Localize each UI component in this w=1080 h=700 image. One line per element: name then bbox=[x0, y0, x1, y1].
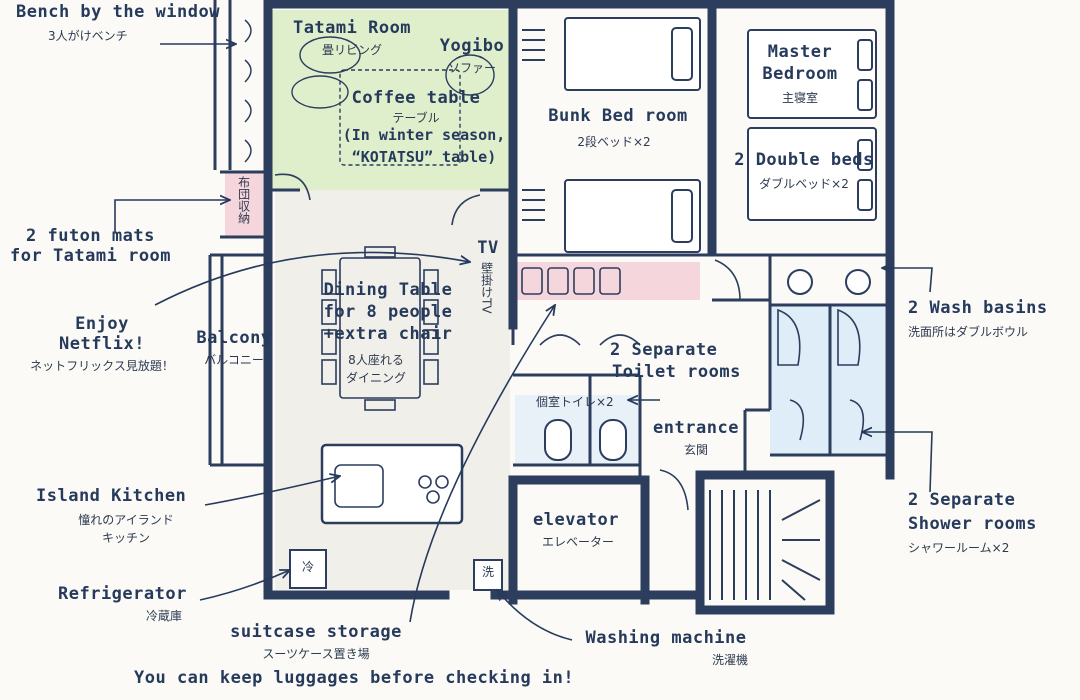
label-dining-1: Dining Table bbox=[323, 280, 453, 300]
label-washer-mark: 洗 bbox=[481, 565, 495, 579]
label-dining-jp-1: 8人座れる bbox=[348, 353, 404, 367]
arrow-fridge bbox=[199, 570, 290, 601]
label-coffee-table: Coffee table bbox=[351, 88, 481, 108]
label-suitcase-storage: suitcase storage bbox=[230, 622, 402, 642]
label-dining-jp-2: ダイニング bbox=[345, 371, 407, 385]
label-island-jp-2: キッチン bbox=[101, 531, 151, 545]
label-entrance-jp: 玄関 bbox=[683, 443, 709, 457]
label-yogibo: Yogibo bbox=[439, 36, 505, 56]
label-elevator-jp: エレベーター bbox=[541, 535, 615, 549]
tatami-floor bbox=[268, 10, 513, 190]
label-double-beds-jp: ダブルベッド×2 bbox=[759, 177, 849, 191]
label-shower-1: 2 Separate bbox=[908, 490, 1016, 510]
label-dining-3: +extra chair bbox=[323, 324, 453, 344]
label-bunk-jp: 2段ベッド×2 bbox=[577, 135, 651, 149]
label-toilets-jp: 個室トイレ×2 bbox=[536, 395, 614, 409]
label-refrigerator: Refrigerator bbox=[58, 584, 187, 604]
label-island-kitchen: Island Kitchen bbox=[36, 486, 187, 506]
label-coffee-note-2: “KOTATSU” table) bbox=[351, 148, 497, 166]
label-entrance: entrance bbox=[653, 418, 739, 438]
arrow-netflix bbox=[154, 251, 470, 306]
label-balcony: Balcony bbox=[196, 328, 272, 348]
label-tatami-room: Tatami Room bbox=[292, 18, 412, 38]
label-master-1: Master bbox=[767, 42, 833, 62]
label-coffee-table-jp: テーブル bbox=[392, 111, 440, 125]
label-washing-machine: Washing machine bbox=[585, 628, 747, 648]
label-tatami-room-jp: 畳リビング bbox=[321, 43, 383, 57]
label-island-jp-1: 憧れのアイランド bbox=[78, 513, 174, 527]
arrow-shower bbox=[862, 432, 933, 493]
label-bunk-bed-room: Bunk Bed room bbox=[548, 106, 688, 126]
label-coffee-note-1: (In winter season, bbox=[342, 126, 506, 144]
label-netflix-jp: ネットフリックス見放題！ bbox=[30, 359, 174, 373]
label-balcony-jp: バルコニー bbox=[204, 353, 264, 367]
label-bench-jp: 3人がけベンチ bbox=[48, 29, 128, 43]
label-luggage-note: You can keep luggages before checking in… bbox=[134, 668, 575, 688]
label-futon-storage: 布団収納 bbox=[236, 176, 251, 224]
label-futon-mats-2: for Tatami room bbox=[10, 246, 172, 266]
label-wash-basins-jp: 洗面所はダブルボウル bbox=[908, 325, 1029, 339]
label-wash-basins: 2 Wash basins bbox=[908, 298, 1048, 318]
label-suitcase-jp: スーツケース置き場 bbox=[262, 647, 370, 661]
label-shower-2: Shower rooms bbox=[908, 514, 1037, 534]
label-tv-jp: 壁掛けTV bbox=[479, 262, 494, 314]
label-toilets-1: 2 Separate bbox=[610, 340, 718, 360]
label-master-jp: 主寝室 bbox=[781, 91, 819, 105]
label-toilets-2: Toilet rooms bbox=[612, 362, 741, 382]
label-dining-2: for 8 people bbox=[323, 302, 453, 322]
label-shower-jp: シャワールーム×2 bbox=[908, 541, 1010, 555]
label-bench: Bench by the window bbox=[16, 2, 220, 22]
label-netflix-2: Netflix! bbox=[59, 334, 145, 354]
arrow-island bbox=[204, 476, 340, 506]
label-fridge-mark: 冷 bbox=[301, 560, 315, 574]
label-tv: TV bbox=[477, 238, 499, 258]
label-futon-mats-1: 2 futon mats bbox=[26, 226, 155, 246]
arrow-futon bbox=[114, 200, 230, 232]
label-netflix-1: Enjoy bbox=[75, 314, 129, 334]
label-refrigerator-jp: 冷蔵庫 bbox=[146, 609, 183, 623]
futon-storage-fill bbox=[225, 172, 263, 237]
label-elevator: elevator bbox=[533, 510, 619, 530]
living-floor bbox=[275, 190, 510, 590]
arrow-washing bbox=[497, 590, 573, 641]
label-yogibo-jp: ソファー bbox=[447, 61, 497, 75]
arrow-suitcase bbox=[409, 305, 555, 623]
label-master-2: Bedroom bbox=[762, 64, 838, 84]
arrow-wash bbox=[882, 268, 933, 293]
label-double-beds: 2 Double beds bbox=[734, 150, 874, 170]
label-washing-jp: 洗濯機 bbox=[711, 653, 749, 667]
